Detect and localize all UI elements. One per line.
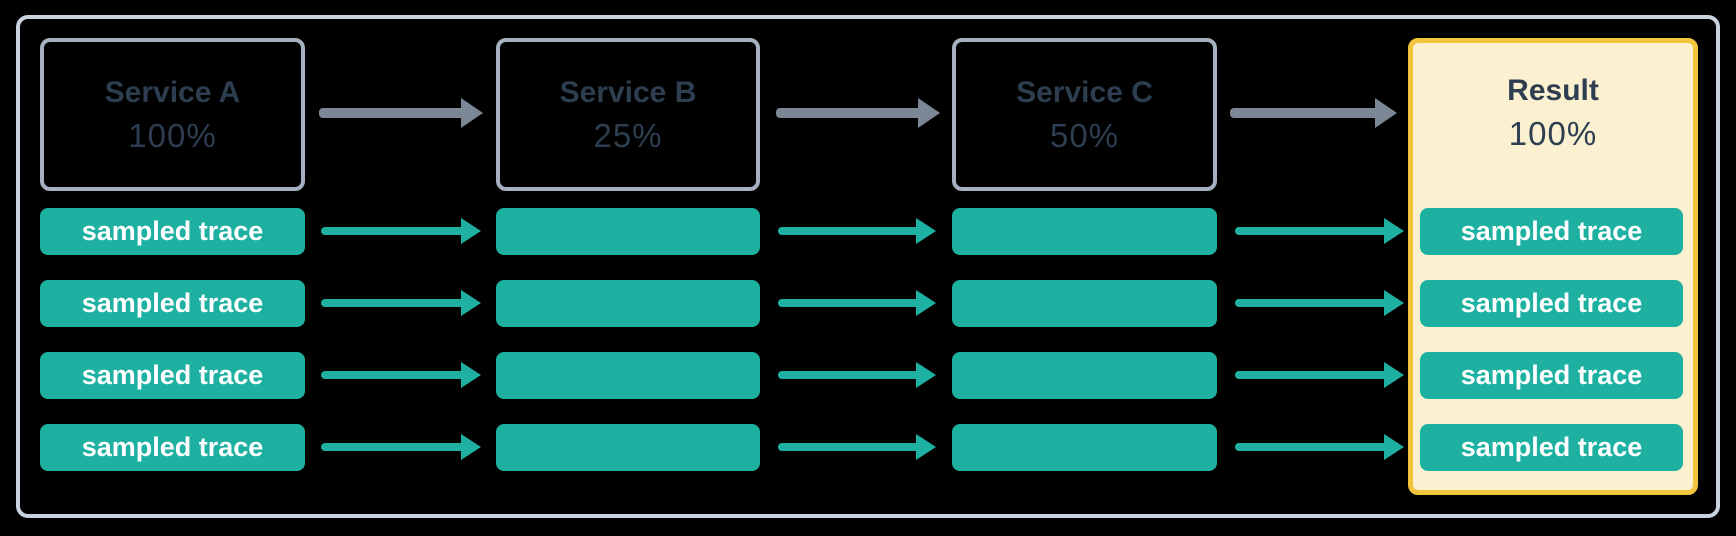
arrow-head [461, 218, 481, 244]
trace-arrow-icon [1235, 433, 1404, 461]
flow-arrow-icon [776, 98, 940, 128]
trace-arrow-icon [1235, 217, 1404, 245]
arrow-head [916, 434, 936, 460]
trace-bar-c3 [952, 352, 1217, 399]
arrow-shaft [1235, 227, 1388, 235]
service-b-title: Service B [559, 75, 697, 109]
trace-arrow-icon [1235, 361, 1404, 389]
trace-bar-b4 [496, 424, 760, 471]
service-b-box: Service B 25% [496, 38, 760, 191]
trace-bar-label: sampled trace [1460, 432, 1643, 462]
result-percent: 100% [1508, 115, 1598, 152]
arrow-head [1384, 362, 1404, 388]
trace-bar-a2: sampled trace [40, 280, 305, 327]
arrow-shaft [778, 299, 920, 307]
arrow-shaft [321, 299, 465, 307]
trace-bar-label: sampled trace [1460, 216, 1643, 246]
arrow-head [461, 98, 483, 128]
trace-bar-a1: sampled trace [40, 208, 305, 255]
arrow-head [1375, 98, 1397, 128]
trace-bar-label: sampled trace [81, 360, 264, 390]
trace-arrow-icon [321, 217, 481, 245]
diagram-frame [16, 15, 1720, 518]
trace-bar-r3: sampled trace [1420, 352, 1683, 399]
trace-bar-label: sampled trace [81, 216, 264, 246]
arrow-shaft [778, 443, 920, 451]
result-box: Result 100% [1408, 38, 1698, 495]
trace-bar-a4: sampled trace [40, 424, 305, 471]
trace-arrow-icon [778, 289, 936, 317]
arrow-shaft [321, 443, 465, 451]
trace-bar-label: sampled trace [1460, 288, 1643, 318]
trace-bar-r4: sampled trace [1420, 424, 1683, 471]
arrow-shaft [1235, 443, 1388, 451]
arrow-shaft [319, 108, 465, 118]
trace-arrow-icon [321, 289, 481, 317]
trace-arrow-icon [321, 361, 481, 389]
arrow-shaft [321, 371, 465, 379]
service-b-percent: 25% [593, 116, 663, 154]
trace-arrow-icon [321, 433, 481, 461]
arrow-shaft [778, 371, 920, 379]
trace-bar-c2 [952, 280, 1217, 327]
flow-arrow-icon [1230, 98, 1397, 128]
trace-arrow-icon [778, 433, 936, 461]
trace-bar-label: sampled trace [81, 432, 264, 462]
arrow-shaft [778, 227, 920, 235]
trace-bar-b2 [496, 280, 760, 327]
arrow-head [916, 290, 936, 316]
trace-bar-a3: sampled trace [40, 352, 305, 399]
arrow-head [461, 362, 481, 388]
trace-bar-r2: sampled trace [1420, 280, 1683, 327]
arrow-shaft [776, 108, 922, 118]
arrow-shaft [1230, 108, 1379, 118]
service-a-title: Service A [104, 75, 241, 109]
arrow-head [461, 290, 481, 316]
service-a-percent: 100% [128, 116, 217, 154]
result-title: Result [1507, 74, 1599, 107]
trace-arrow-icon [778, 217, 936, 245]
trace-bar-label: sampled trace [1460, 360, 1643, 390]
service-a-box: Service A 100% [40, 38, 305, 191]
trace-bar-r1: sampled trace [1420, 208, 1683, 255]
arrow-head [1384, 290, 1404, 316]
trace-bar-c1 [952, 208, 1217, 255]
trace-arrow-icon [778, 361, 936, 389]
arrow-shaft [1235, 371, 1388, 379]
arrow-shaft [1235, 299, 1388, 307]
arrow-head [918, 98, 940, 128]
arrow-shaft [321, 227, 465, 235]
flow-arrow-icon [319, 98, 483, 128]
service-c-percent: 50% [1049, 116, 1120, 154]
arrow-head [1384, 434, 1404, 460]
trace-bar-b1 [496, 208, 760, 255]
arrow-head [461, 434, 481, 460]
arrow-head [1384, 218, 1404, 244]
trace-arrow-icon [1235, 289, 1404, 317]
trace-bar-c4 [952, 424, 1217, 471]
arrow-head [916, 218, 936, 244]
service-c-box: Service C 50% [952, 38, 1217, 191]
trace-bar-label: sampled trace [81, 288, 264, 318]
trace-bar-b3 [496, 352, 760, 399]
service-c-title: Service C [1016, 75, 1153, 109]
arrow-head [916, 362, 936, 388]
